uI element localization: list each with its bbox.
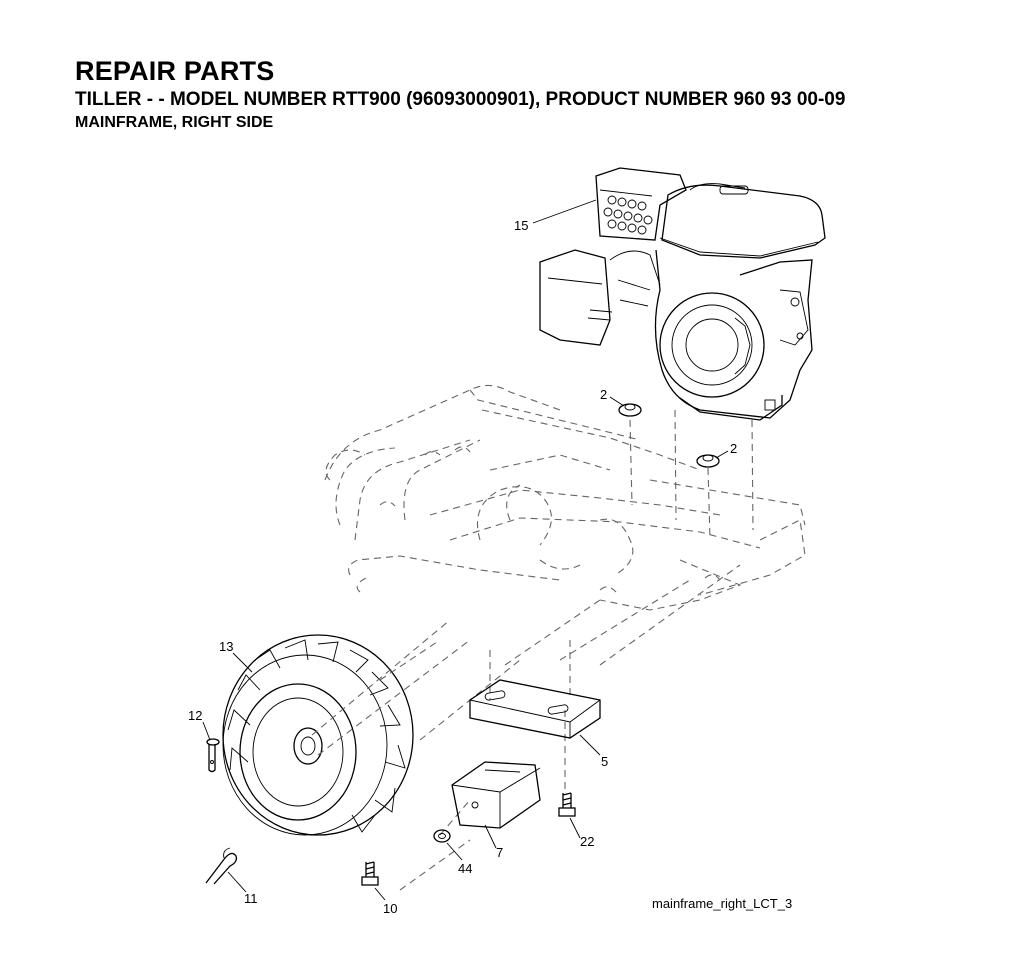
clevis-pin-12 [206, 738, 220, 773]
callout-11: 11 [244, 891, 258, 906]
leader-lines [202, 199, 729, 901]
hex-nut-2b [696, 454, 720, 468]
engine [539, 167, 826, 421]
hairpin-clip-11 [205, 847, 238, 885]
washer-44 [433, 829, 451, 843]
page-title: REPAIR PARTS [75, 56, 275, 86]
callout-44: 44 [458, 861, 472, 876]
callout-13: 13 [219, 639, 233, 654]
bolt-22 [558, 792, 576, 817]
callout-15: 15 [514, 218, 528, 233]
drawing-reference-code: mainframe_right_LCT_3 [652, 896, 792, 911]
callout-5: 5 [601, 754, 608, 769]
callout-2-right: 2 [730, 441, 737, 456]
model-subtitle: TILLER - - MODEL NUMBER RTT900 (96093000… [75, 89, 846, 110]
callout-12: 12 [188, 708, 202, 723]
alignment-lines [379, 564, 741, 891]
hex-nut-2a [618, 403, 642, 417]
callout-2-left: 2 [600, 387, 607, 402]
callout-labels: 15 2 2 13 12 5 22 7 44 10 11 mainframe_r… [188, 218, 792, 916]
bolt-10 [361, 861, 379, 886]
mainframe-dashed-outline [324, 384, 806, 611]
page-header: REPAIR PARTS TILLER - - MODEL NUMBER RTT… [75, 56, 975, 133]
tire-wheel [222, 619, 471, 836]
mounting-bracket [469, 679, 601, 739]
callout-7: 7 [496, 845, 503, 860]
callout-10: 10 [383, 901, 397, 916]
weight-block [451, 761, 541, 829]
section-title: MAINFRAME, RIGHT SIDE [75, 114, 274, 131]
callout-22: 22 [580, 834, 594, 849]
